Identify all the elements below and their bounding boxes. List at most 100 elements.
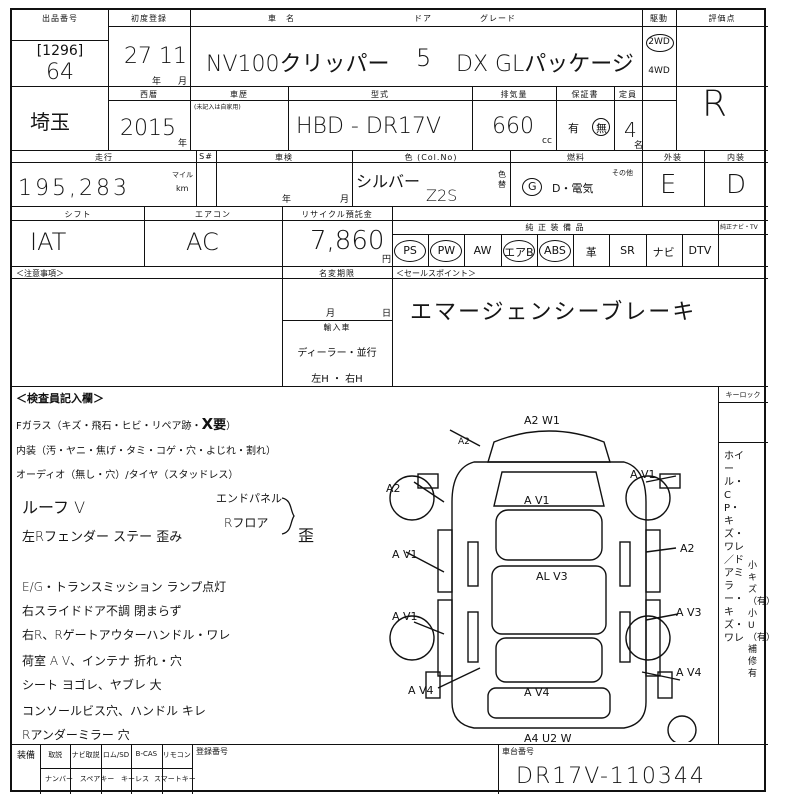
lot-label: 出品番号 xyxy=(42,14,78,23)
inspector-audio-line: オーディオ（無し・穴）/タイヤ（スタッドレス） xyxy=(16,470,239,481)
wheel-front-left xyxy=(389,475,435,521)
ac-label: エアコン xyxy=(195,210,231,219)
ac-value: AC xyxy=(186,228,219,256)
color-sub: 色替 xyxy=(498,170,506,189)
body-outline xyxy=(451,461,647,729)
history-sub: (未記入は自家用) xyxy=(194,104,241,111)
dmg-front-left: A2 xyxy=(458,437,470,447)
leader-left-door xyxy=(405,551,445,573)
footer-equip-label: 装備 xyxy=(16,751,35,761)
interior-value: D xyxy=(726,170,747,200)
sales-label: ＜セールスポイント＞ xyxy=(396,269,476,278)
rule-footer xyxy=(12,744,768,745)
footer-bottom-2: キーレス xyxy=(121,775,149,783)
inspection-month: 月 xyxy=(340,195,350,205)
month-unit: 月 xyxy=(178,77,188,87)
windshield-outline xyxy=(495,509,603,561)
footer-bottom-0: ナンバー xyxy=(45,775,73,783)
year-unit: 年 xyxy=(152,77,162,87)
cc-label: 排気量 xyxy=(500,90,528,99)
note-r-floor: Rフロア xyxy=(224,516,269,530)
inspector-heading: ＜検査員記入欄＞ xyxy=(16,392,104,405)
note-roof: ルーフ V xyxy=(22,498,86,517)
car-diagram: A2 W1 A2 A2 A V1 A V1 AL V3 A V1 A2 A V3… xyxy=(386,414,702,742)
right-mirror xyxy=(659,473,681,489)
prefecture: 埼玉 xyxy=(30,110,70,134)
front-bumper-outline xyxy=(487,430,611,463)
rear-window-outline xyxy=(495,637,603,683)
note-console: コンソールビス穴、ハンドル キレ xyxy=(22,704,206,718)
import-label: 輸入車 xyxy=(323,323,351,332)
year-unit-2: 年 xyxy=(178,139,188,149)
rule-row5 xyxy=(12,386,768,387)
note-cargo-room: 荷室 A V、インテナ 折れ・穴 xyxy=(22,654,182,668)
mileage-value: 195,283 xyxy=(18,176,130,201)
note-under-mirror: Rアンダーミラー 穴 xyxy=(22,728,130,742)
left-front-glass xyxy=(467,541,479,587)
option-6: SR xyxy=(620,244,635,257)
right-rear-lamp xyxy=(657,671,673,699)
dmg-front-top: A2 W1 xyxy=(524,414,560,427)
leader-left-rear xyxy=(413,621,445,635)
fuel-g: G xyxy=(528,180,537,193)
note-engine-lamp: E/G・トランスミッション ランプ点灯 xyxy=(22,580,227,594)
recycle-value: 7,860 xyxy=(310,226,385,256)
footer-bottom-3: スマートキー xyxy=(154,775,196,783)
right-front-door xyxy=(645,529,661,593)
color-code: Z2S xyxy=(426,186,458,205)
note-bracket xyxy=(281,497,295,535)
history-label: 車歴 xyxy=(230,90,248,99)
km-unit: km xyxy=(176,184,189,193)
score-value: R xyxy=(702,84,728,125)
dmg-left-lamp: A V4 xyxy=(408,684,434,697)
recycle-unit: 円 xyxy=(382,255,392,265)
mile-unit: マイル xyxy=(172,171,193,179)
right-front-glass xyxy=(619,541,631,587)
option-circle-4 xyxy=(538,240,572,262)
leader-right-front xyxy=(645,475,677,483)
dmg-left-rear: A V1 xyxy=(392,610,418,623)
title-day-unit: 日 xyxy=(382,309,392,319)
footer-top-2: ロム/SD xyxy=(102,751,130,759)
import-hand: 左H ・ 右H xyxy=(311,374,363,385)
car-name-label: 車 名 xyxy=(268,14,295,23)
interior-label: 内装 xyxy=(727,153,745,162)
keylock-label: キーロック xyxy=(725,391,761,399)
grade-label: グレード xyxy=(480,14,516,23)
rule-row4 xyxy=(12,266,768,267)
cc-value: 660 xyxy=(492,114,534,139)
wheel-front-right xyxy=(625,475,671,521)
car-name: NV100クリッパー xyxy=(206,52,390,77)
first-reg-label: 初度登録 xyxy=(131,14,167,23)
note-slide-door: 右スライドドア不調 閉まらず xyxy=(22,604,182,618)
inspector-interior-line: 内装（汚・ヤニ・焦げ・タミ・コゲ・穴・よじれ・割れ） xyxy=(16,446,276,457)
note-rear-fender: 左Rフェンダー ステー 歪み xyxy=(22,530,183,545)
capacity-label: 定員 xyxy=(619,90,637,99)
drive-4wd: 4WD xyxy=(648,66,670,76)
fuel-other: その他 xyxy=(612,169,633,177)
shift-label: シフト xyxy=(64,210,92,219)
left-rear-glass xyxy=(467,611,479,663)
warranty-circle xyxy=(592,118,610,136)
nav-tv-label: 純正ナビ・TV xyxy=(720,224,758,231)
option-5: 革 xyxy=(585,246,597,259)
dmg-right-door: A2 xyxy=(680,542,695,555)
leader-left-lamp xyxy=(437,667,481,689)
year-value: 2015 xyxy=(120,116,176,141)
option-circle-3 xyxy=(502,240,535,262)
lot-code: [1296] xyxy=(36,43,84,59)
dmg-left-mirror: A2 xyxy=(386,482,401,495)
fuel-circle xyxy=(522,178,542,196)
import-dealer: ディーラー・並行 xyxy=(297,348,377,359)
swap-label: S# xyxy=(199,152,213,161)
lot-number: 64 xyxy=(46,60,74,85)
option-7: ナビ xyxy=(652,246,675,259)
left-rear-door xyxy=(437,599,453,677)
rule-row2 xyxy=(12,150,768,151)
roof-outline xyxy=(491,565,607,635)
year-label: 西暦 xyxy=(140,90,158,99)
option-circle-1 xyxy=(430,240,463,262)
exterior-value: E xyxy=(660,170,677,200)
title-month-unit: 月 xyxy=(326,309,336,319)
warranty-yes: 有 xyxy=(568,122,579,135)
